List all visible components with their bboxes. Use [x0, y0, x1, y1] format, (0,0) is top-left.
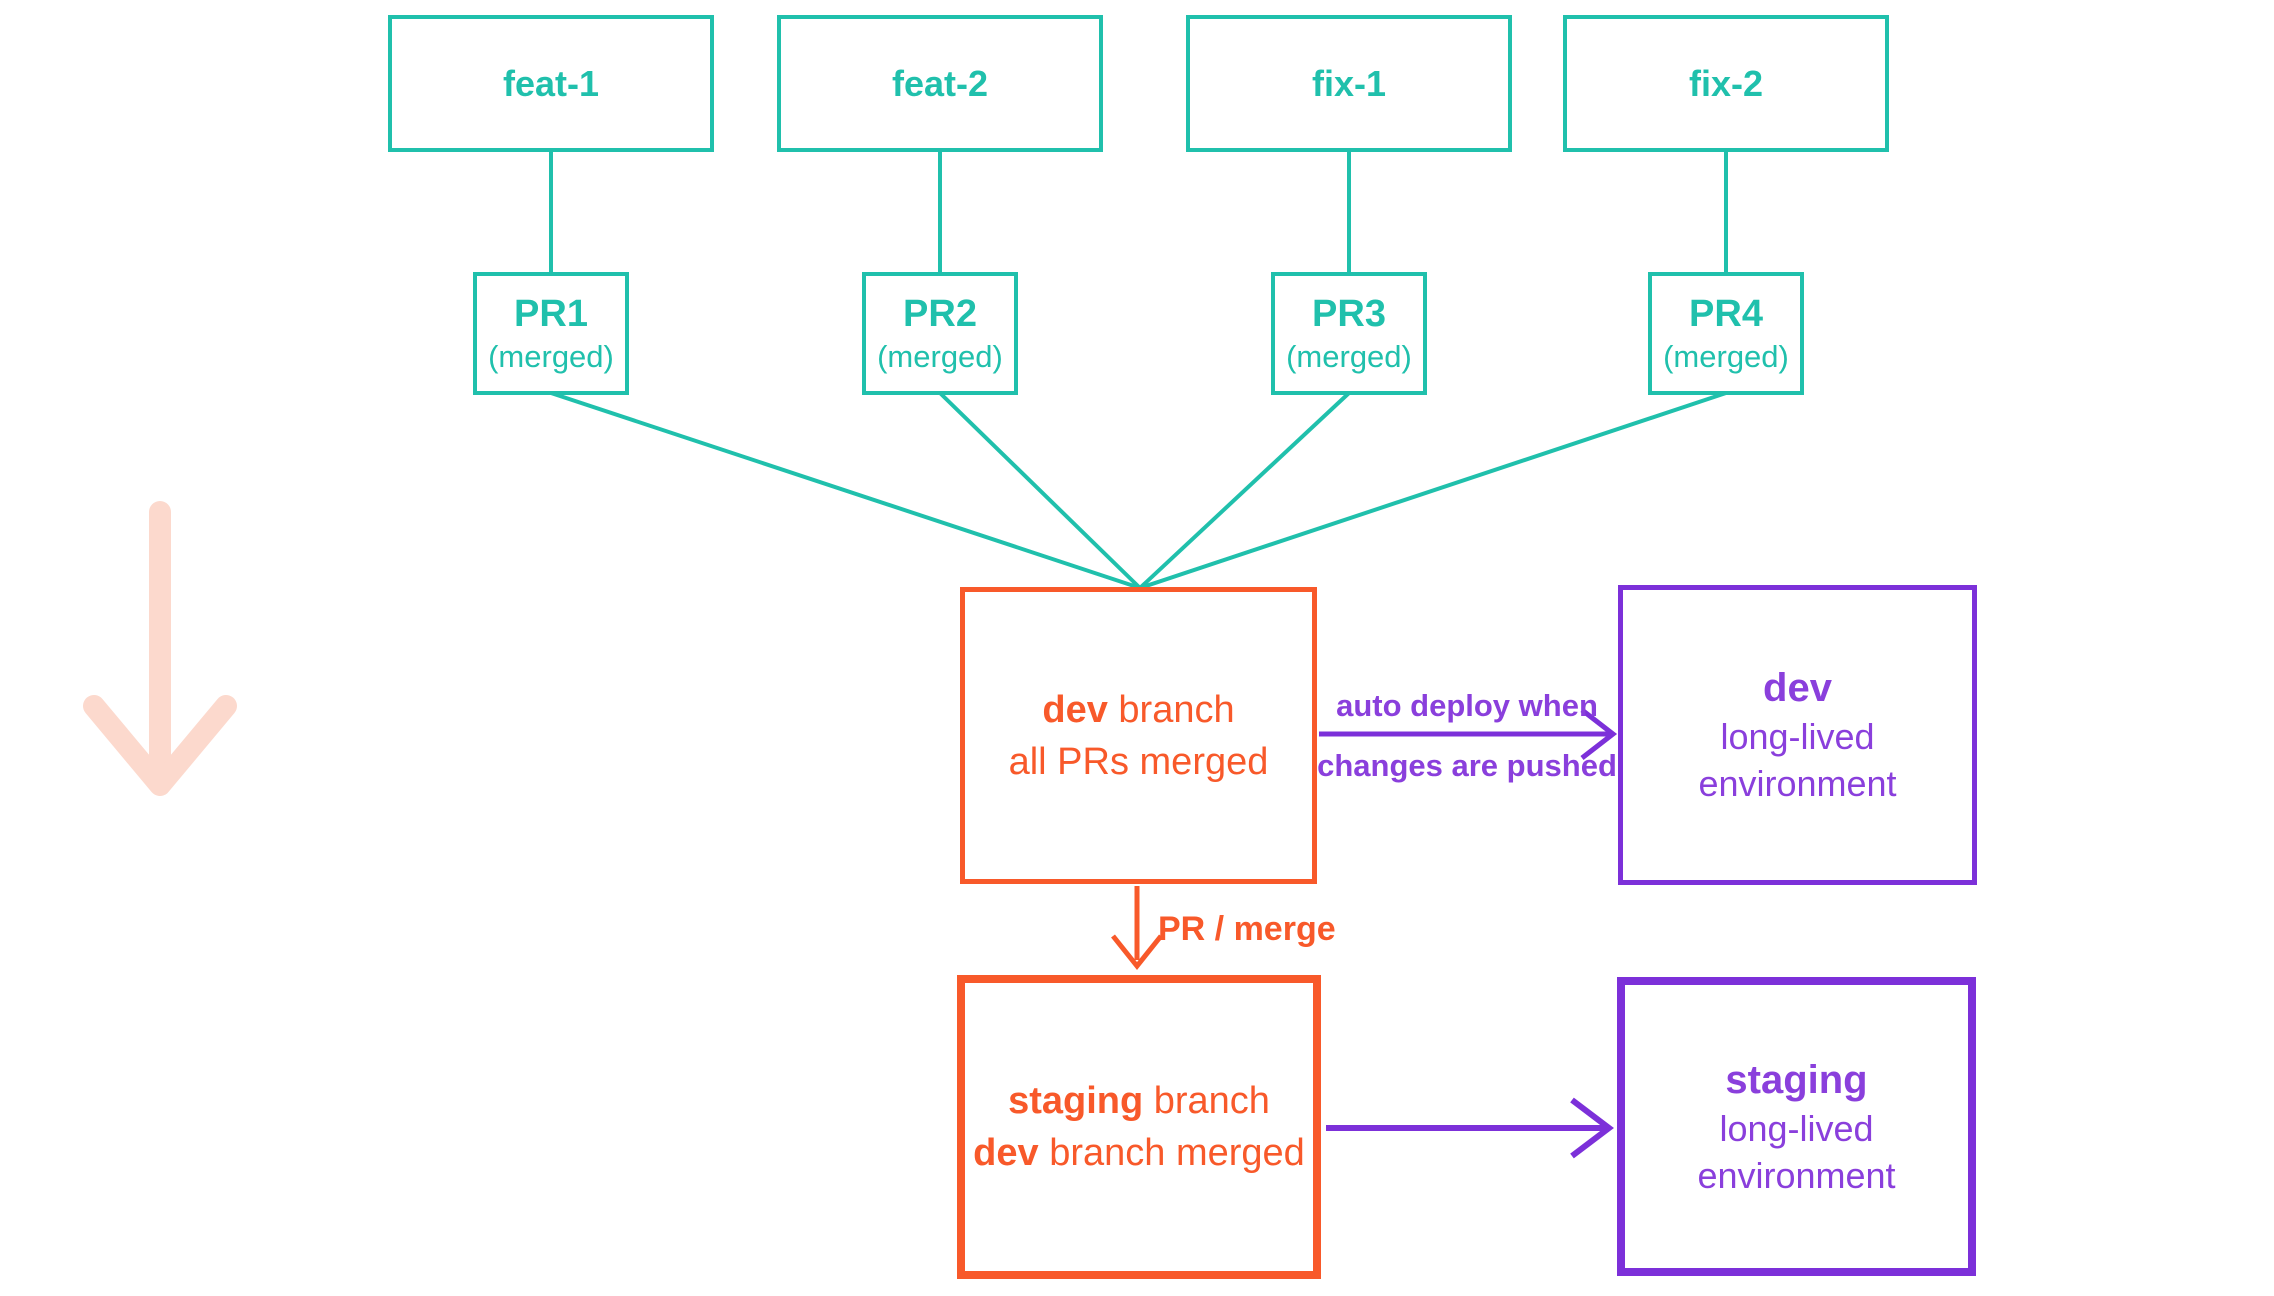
pr-box-2: PR2 (merged) [862, 272, 1018, 395]
branch-box-fix-2: fix-2 [1563, 15, 1889, 152]
pr-status: (merged) [877, 338, 1003, 374]
branch-box-feat-2: feat-2 [777, 15, 1103, 152]
pr-status: (merged) [488, 338, 614, 374]
auto-deploy-label-line1: auto deploy when [1336, 688, 1598, 723]
pr-title: PR3 [1312, 292, 1386, 335]
branch-label: feat-2 [891, 62, 989, 104]
dev-deploy-arrow-icon [1319, 708, 1618, 760]
feature-to-pr-connectors [549, 152, 1728, 274]
branch-label: fix-2 [1688, 62, 1764, 104]
dev-branch-box: dev branch all PRs merged [960, 587, 1317, 884]
dev-branch-subtitle: all PRs merged [1008, 740, 1269, 783]
staging-branch-subtitle: dev branch merged [973, 1132, 1305, 1174]
branch-label: fix-1 [1311, 62, 1387, 104]
env-line1: long-lived [1719, 1107, 1874, 1149]
dev-branch-title: dev branch [1042, 688, 1235, 731]
pr-title: PR1 [514, 292, 588, 335]
env-line2: environment [1698, 763, 1897, 804]
staging-branch-box: staging branch dev branch merged [957, 975, 1321, 1279]
env-title: staging [1725, 1057, 1868, 1102]
merge-line-pr2-dev [938, 391, 1142, 590]
pr-box-1: PR1 (merged) [473, 272, 629, 395]
auto-deploy-label-line2: changes are pushed [1317, 748, 1617, 783]
pr-merge-label: PR / merge [1158, 910, 1336, 948]
timeline-down-arrow-icon [83, 501, 237, 796]
branch-box-feat-1: feat-1 [388, 15, 714, 152]
staging-environment-box: staging long-lived environment [1617, 977, 1976, 1276]
pr-box-4: PR4 (merged) [1648, 272, 1804, 395]
env-line2: environment [1697, 1154, 1896, 1196]
dev-environment-box: dev long-lived environment [1618, 585, 1977, 885]
staging-deploy-arrow-icon [1326, 1097, 1614, 1159]
env-line1: long-lived [1720, 716, 1875, 757]
env-title: dev [1763, 666, 1832, 710]
merge-line-pr1-dev [550, 391, 1141, 590]
dev-to-staging-arrow-icon [1111, 886, 1163, 971]
pr-to-dev-merge-lines [550, 391, 1727, 590]
pr-status: (merged) [1663, 338, 1789, 374]
merge-line-pr3-dev [1138, 391, 1351, 590]
merge-line-pr4-dev [1139, 391, 1727, 590]
branch-label: feat-1 [502, 62, 600, 104]
branch-box-fix-1: fix-1 [1186, 15, 1512, 152]
staging-branch-title: staging branch [1008, 1080, 1270, 1122]
pr-title: PR4 [1689, 292, 1763, 335]
pr-status: (merged) [1286, 338, 1412, 374]
pr-title: PR2 [903, 292, 977, 335]
pr-box-3: PR3 (merged) [1271, 272, 1427, 395]
